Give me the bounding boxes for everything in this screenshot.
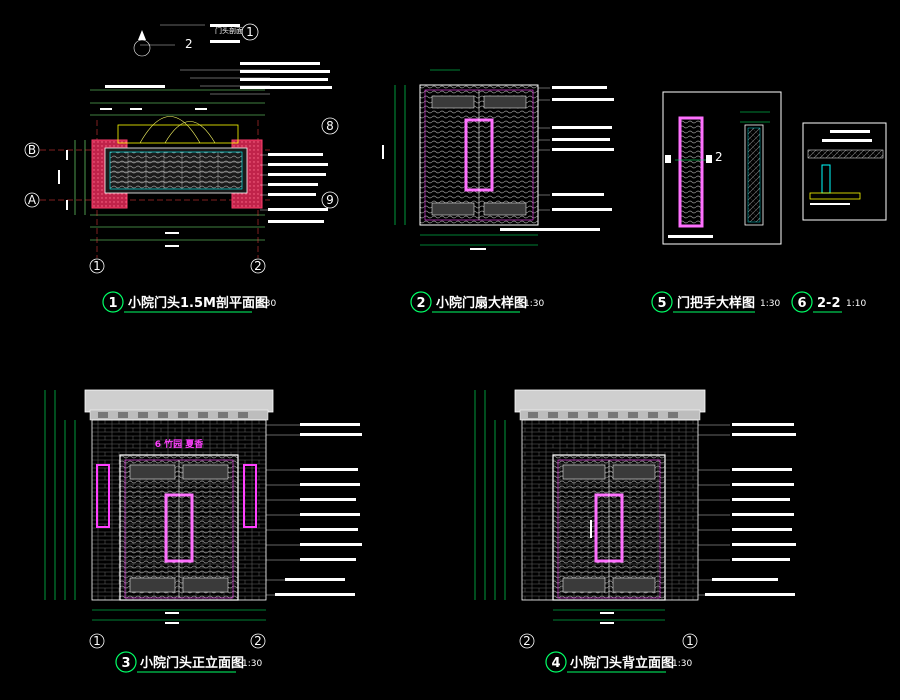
detail-mark-8: 8	[326, 119, 334, 133]
door-head-note: 门头剖面	[215, 26, 243, 35]
back-elevation-view: 2 1 4 小院门头背立面图 1:30	[474, 389, 796, 673]
plan-view: B A 1 2 1 2 8 9 1 小院门头1.5M剖平面图 1:30	[24, 23, 339, 313]
view-4-scale: 1:30	[672, 659, 692, 669]
front-elevation-view: 6 竹园 夏香 1 2 3 小院门头正立面	[44, 389, 362, 673]
view-1-title: 小院门头1.5M剖平面图	[128, 295, 268, 311]
detail-mark-9: 9	[326, 193, 334, 207]
section-mark-2: 2	[185, 37, 193, 51]
view-2-title: 小院门扇大样图	[436, 295, 527, 311]
front-grid-2: 2	[254, 634, 262, 648]
grid-label-a: A	[28, 193, 37, 207]
grid-label-1: 1	[93, 259, 101, 273]
view-6-number: 6	[797, 296, 806, 311]
grid-label-b: B	[28, 143, 36, 157]
section-2-label: 2	[715, 150, 723, 164]
view-3-number: 3	[121, 656, 130, 671]
door-leaf-view: 2 小院门扇大样图 1:30	[382, 69, 614, 313]
view-6-scale: 1:10	[846, 299, 866, 309]
detail-mark-1: 1	[246, 25, 254, 39]
view-3-scale: 1:30	[242, 659, 262, 669]
front-grid-1: 1	[93, 634, 101, 648]
view-2-scale: 1:30	[524, 299, 544, 309]
view-5-title: 门把手大样图	[677, 295, 755, 311]
section-2-2-view: 6 2-2 1:10	[791, 122, 887, 313]
view-6-title: 2-2	[817, 296, 841, 311]
view-5-number: 5	[657, 296, 666, 311]
view-3-title: 小院门头正立面图	[140, 655, 244, 671]
grid-label-2: 2	[254, 259, 262, 273]
door-sign: 6 竹园 夏香	[155, 438, 205, 450]
view-4-number: 4	[551, 656, 560, 671]
handle-detail-view: 5 门把手大样图 1:30	[651, 91, 782, 313]
view-1-number: 1	[108, 296, 117, 311]
view-4-title: 小院门头背立面图	[570, 655, 674, 671]
view-2-number: 2	[416, 296, 425, 311]
back-grid-1: 1	[686, 634, 694, 648]
view-5-scale: 1:30	[760, 299, 780, 309]
view-1-scale: 1:30	[256, 299, 276, 309]
back-grid-2: 2	[523, 634, 531, 648]
